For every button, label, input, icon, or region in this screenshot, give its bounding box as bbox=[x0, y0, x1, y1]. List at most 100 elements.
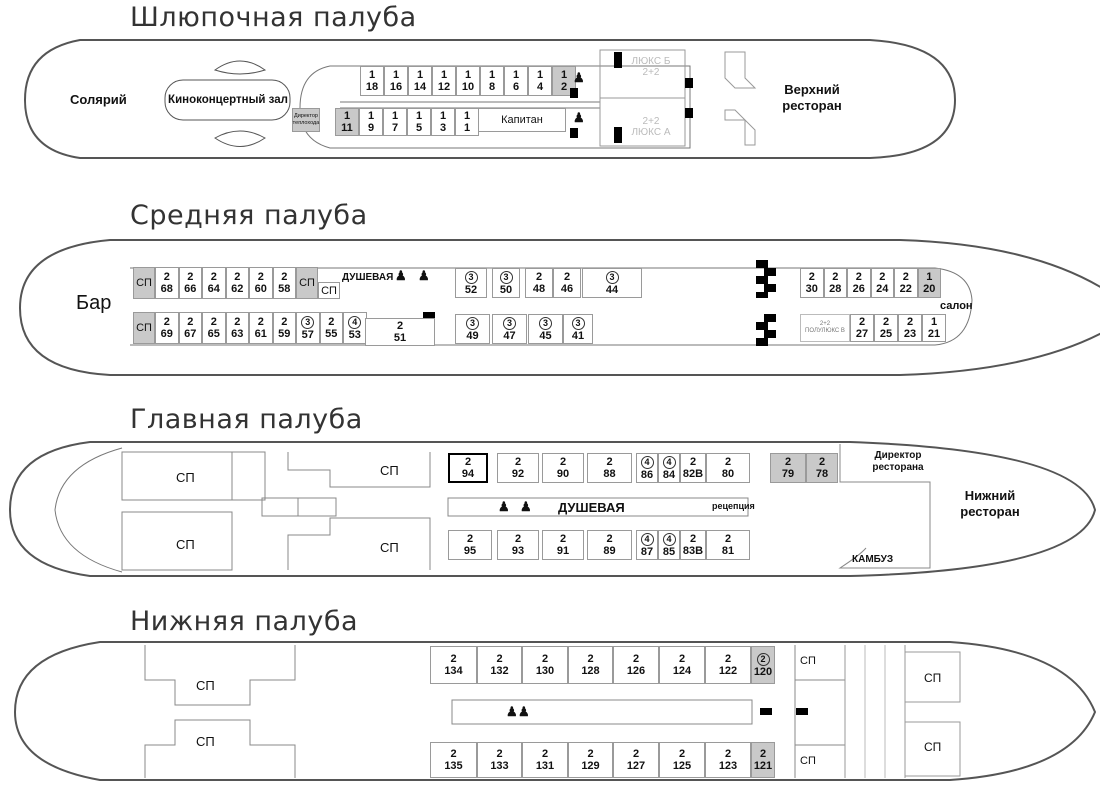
lux-b-places: 2+2 bbox=[642, 67, 660, 78]
cabin-number: 10 bbox=[461, 81, 475, 93]
cabin-semilux-b[interactable]: 2+2 ПОЛУЛЮКС В bbox=[800, 314, 850, 342]
toilet-room-sp[interactable]: СП bbox=[296, 267, 318, 299]
toilet-room-sp[interactable]: СП bbox=[133, 312, 155, 344]
cabin-lux-a[interactable]: 2+2 ЛЮКС А bbox=[620, 116, 682, 138]
cabin-places: 2 bbox=[724, 748, 732, 760]
cabin-lux-b[interactable]: ЛЮКС Б 2+2 bbox=[620, 56, 682, 78]
cabin-number: 83В bbox=[682, 545, 704, 557]
toilet-room-sp[interactable]: СП bbox=[133, 267, 155, 299]
toilet-icon: ♟ bbox=[573, 110, 585, 125]
cabin-places: 3 bbox=[605, 270, 619, 284]
lux-a-places: 2+2 bbox=[642, 116, 660, 127]
cabin-number: 131 bbox=[535, 760, 555, 772]
toilet-room-sp[interactable]: СП bbox=[318, 282, 340, 299]
cabin-captain[interactable]: Капитан bbox=[478, 108, 566, 132]
cabin-director-office[interactable]: Директор теплохода bbox=[292, 108, 320, 132]
